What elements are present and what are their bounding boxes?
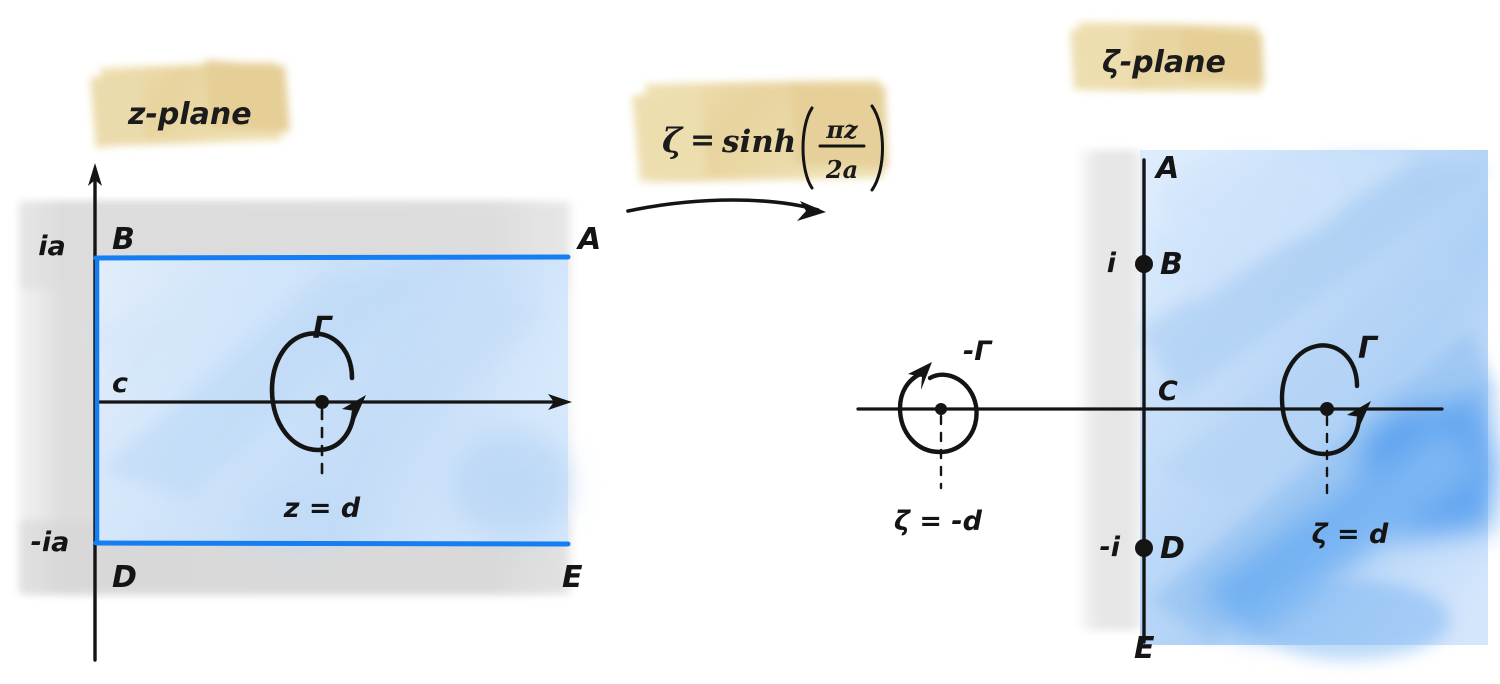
zeta-plane-highlight [1070, 22, 1264, 92]
left-pole-dot [315, 395, 329, 409]
right-gamma-label: Γ [1358, 331, 1379, 366]
left-blue-strip [95, 258, 572, 550]
right-point-minus-i-dot [1135, 539, 1153, 557]
formula-lhs: ζ [662, 121, 684, 161]
left-label-D: D [112, 560, 137, 595]
right-label-D: D [1160, 531, 1185, 566]
left-gamma-contour: Γ z = d [269, 311, 366, 524]
right-blue-wash [1140, 150, 1500, 660]
z-plane-highlight [90, 60, 290, 148]
right-label-A: A [1154, 151, 1179, 186]
left-gamma-label: Γ [312, 311, 333, 346]
right-minus-pole-label: ζ = -d [894, 506, 983, 537]
right-tick-minus-i: -i [1100, 532, 1121, 563]
left-strip-boundary [93, 254, 571, 547]
formula-equals: = [690, 123, 715, 158]
right-minus-gamma-contour: -Γ ζ = -d [894, 336, 993, 537]
transform-arrow-icon [626, 198, 826, 221]
right-minus-pole-dot [935, 403, 947, 415]
left-tick-ia: ia [38, 231, 65, 262]
transform-formula: ζ = sinh πz 2a [626, 104, 884, 221]
z-plane-tag: z-plane [127, 97, 252, 132]
right-label-B: B [1160, 247, 1183, 282]
right-point-i-dot [1135, 255, 1153, 273]
left-label-c: c [112, 368, 128, 399]
formula-denominator: 2a [825, 155, 858, 184]
right-label-E: E [1134, 631, 1155, 666]
left-pole-label: z = d [283, 493, 361, 524]
right-minus-gamma-label: -Γ [963, 336, 993, 367]
left-tick-minus-ia: -ia [31, 527, 70, 558]
left-label-A: A [576, 222, 601, 257]
formula-highlight [632, 80, 888, 182]
right-tick-i: i [1107, 248, 1117, 279]
right-pole-dot [1320, 402, 1334, 416]
left-panel: ia -ia B A c D E Γ z = d [31, 163, 601, 662]
right-label-C: C [1158, 376, 1178, 407]
formula-function: sinh [721, 124, 796, 160]
left-label-B: B [112, 222, 135, 257]
left-label-E: E [562, 560, 583, 595]
zeta-plane-tag: ζ-plane [1102, 45, 1226, 80]
right-gamma-contour: Γ ζ = d [1279, 331, 1389, 550]
formula-numerator: πz [825, 115, 859, 144]
right-gray-band [1078, 150, 1146, 630]
right-panel: i -i A B C D E -Γ ζ = -d Γ ζ = d [856, 151, 1444, 666]
right-pole-label: ζ = d [1312, 519, 1389, 550]
